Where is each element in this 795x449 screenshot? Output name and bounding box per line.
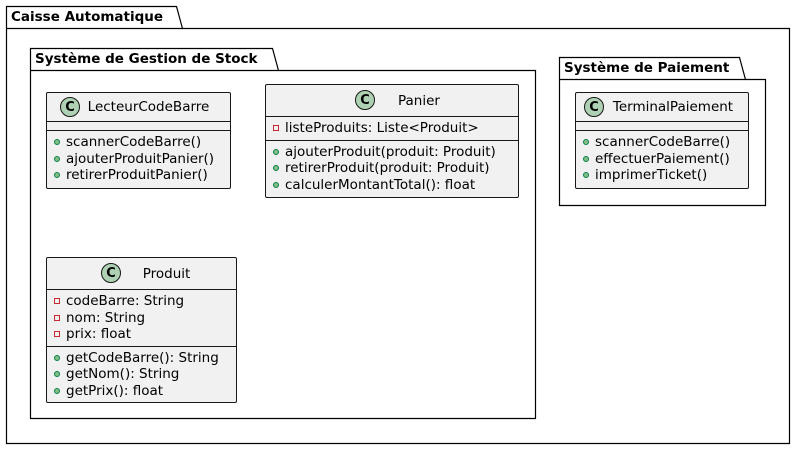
- class-method: scannerCodeBarre(): [47, 134, 230, 151]
- class-attributes-empty: [576, 122, 748, 130]
- class-header: C TerminalPaiement: [576, 93, 748, 121]
- attribute-text: nom: String: [66, 309, 146, 326]
- class-stereotype-icon: C: [101, 263, 121, 283]
- attribute-text: codeBarre: String: [66, 293, 185, 310]
- class-header: C Produit: [47, 258, 236, 289]
- class-method: imprimerTicket(): [576, 167, 748, 184]
- class-divider: [266, 139, 518, 141]
- class-method: ajouterProduit(produit: Produit): [266, 144, 518, 161]
- class-divider: [47, 289, 236, 290]
- method-text: retirerProduit(produit: Produit): [285, 160, 490, 177]
- method-text: scannerCodeBarre(): [595, 134, 731, 151]
- public-visibility-icon: [54, 155, 60, 162]
- method-text: ajouterProduitPanier(): [66, 150, 215, 167]
- class-methods: getCodeBarre(): String getNom(): String …: [47, 347, 236, 403]
- class-name: LecteurCodeBarre: [87, 99, 210, 115]
- public-visibility-icon: [583, 172, 589, 179]
- class-divider: [47, 121, 230, 122]
- method-text: getCodeBarre(): String: [66, 349, 219, 366]
- class-divider: [47, 130, 230, 131]
- class-panier[interactable]: C Panier listeProduits: Liste<Produit> a…: [265, 84, 519, 198]
- private-visibility-icon: [54, 331, 60, 338]
- method-text: getNom(): String: [66, 366, 180, 383]
- class-method: getCodeBarre(): String: [47, 350, 236, 367]
- class-terminal-paiement[interactable]: C TerminalPaiement scannerCodeBarre() ef…: [575, 92, 749, 189]
- attribute-text: listeProduits: Liste<Produit>: [285, 120, 479, 137]
- package-payment-label: Système de Paiement: [564, 60, 730, 76]
- class-method: calculerMontantTotal(): float: [266, 177, 518, 194]
- class-methods: scannerCodeBarre() effectuerPaiement() i…: [576, 131, 748, 187]
- class-divider: [576, 121, 748, 122]
- class-produit[interactable]: C Produit codeBarre: String nom: String …: [46, 257, 237, 403]
- public-visibility-icon: [273, 165, 279, 172]
- class-attribute: listeProduits: Liste<Produit>: [266, 120, 518, 137]
- class-header: C LecteurCodeBarre: [47, 93, 230, 121]
- class-attributes-empty: [47, 122, 230, 130]
- package-payment-frame: [558, 56, 767, 207]
- private-visibility-icon: [54, 298, 60, 305]
- method-text: calculerMontantTotal(): float: [285, 176, 476, 193]
- package-outer-frame: [5, 5, 791, 445]
- method-text: scannerCodeBarre(): [66, 134, 202, 151]
- public-visibility-icon: [54, 139, 60, 146]
- class-methods: ajouterProduit(produit: Produit) retirer…: [266, 141, 518, 197]
- public-visibility-icon: [583, 139, 589, 146]
- class-attribute: nom: String: [47, 310, 236, 327]
- public-visibility-icon: [583, 155, 589, 162]
- package-stock-frame: [29, 47, 537, 420]
- class-method: effectuerPaiement(): [576, 151, 748, 168]
- class-header: C Panier: [266, 85, 518, 116]
- public-visibility-icon: [273, 181, 279, 188]
- class-attribute: prix: float: [47, 326, 236, 343]
- method-text: effectuerPaiement(): [595, 150, 730, 167]
- class-divider: [47, 345, 236, 347]
- class-lecteur-code-barre[interactable]: C LecteurCodeBarre scannerCodeBarre() aj…: [46, 92, 231, 189]
- class-methods: scannerCodeBarre() ajouterProduitPanier(…: [47, 131, 230, 187]
- public-visibility-icon: [54, 172, 60, 179]
- public-visibility-icon: [273, 148, 279, 155]
- package-outer-label: Caisse Automatique: [11, 9, 164, 25]
- class-name: Produit: [142, 265, 191, 282]
- class-stereotype-icon: C: [60, 97, 80, 117]
- class-divider: [576, 130, 748, 131]
- class-method: ajouterProduitPanier(): [47, 151, 230, 168]
- package-stock-label: Système de Gestion de Stock: [35, 51, 258, 67]
- private-visibility-icon: [54, 314, 60, 321]
- method-text: getPrix(): float: [66, 382, 164, 399]
- class-method: retirerProduit(produit: Produit): [266, 160, 518, 177]
- class-method: getNom(): String: [47, 366, 236, 383]
- class-name: Panier: [398, 92, 440, 109]
- public-visibility-icon: [54, 371, 60, 378]
- public-visibility-icon: [54, 387, 60, 394]
- method-text: retirerProduitPanier(): [66, 167, 208, 184]
- class-attributes: listeProduits: Liste<Produit>: [266, 117, 518, 140]
- class-method: getPrix(): float: [47, 383, 236, 400]
- public-visibility-icon: [54, 354, 60, 361]
- method-text: ajouterProduit(produit: Produit): [285, 143, 496, 160]
- class-name: TerminalPaiement: [612, 99, 734, 115]
- class-stereotype-icon: C: [355, 90, 375, 110]
- class-method: retirerProduitPanier(): [47, 167, 230, 184]
- attribute-text: prix: float: [66, 326, 132, 343]
- method-text: imprimerTicket(): [595, 167, 708, 184]
- class-divider: [266, 116, 518, 117]
- class-stereotype-icon: C: [584, 97, 604, 117]
- class-attributes: codeBarre: String nom: String prix: floa…: [47, 290, 236, 346]
- private-visibility-icon: [273, 125, 279, 132]
- class-attribute: codeBarre: String: [47, 293, 236, 310]
- class-method: scannerCodeBarre(): [576, 134, 748, 151]
